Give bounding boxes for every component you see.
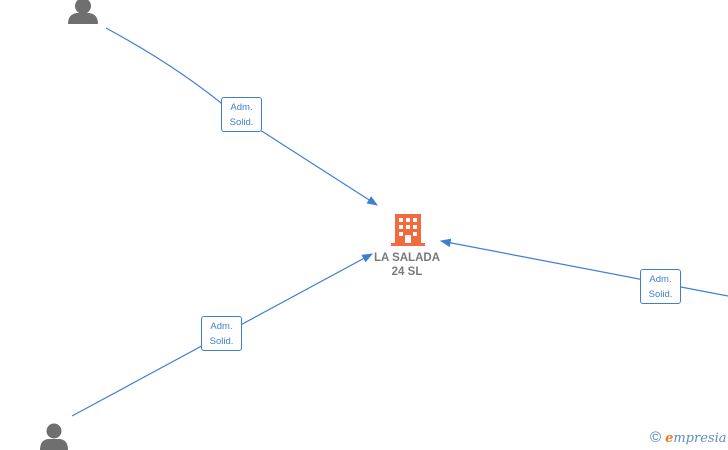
brand-name: mpresia xyxy=(673,431,727,446)
building-icon[interactable] xyxy=(391,214,425,246)
relation-label[interactable]: Adm. Solid. xyxy=(640,269,681,304)
empresia-watermark: ©empresia xyxy=(650,429,726,446)
copyright-icon: © xyxy=(650,429,662,446)
relation-label-line2: Solid. xyxy=(229,117,254,128)
relation-label-line2: Solid. xyxy=(209,336,234,347)
relation-label[interactable]: Adm. Solid. xyxy=(201,316,242,351)
relation-label[interactable]: Adm. Solid. xyxy=(221,97,262,132)
person-icon[interactable] xyxy=(68,0,98,24)
edge-right-person-to-company xyxy=(439,238,728,297)
relation-label-line1: Adm. xyxy=(230,102,253,113)
brand-initial: e xyxy=(665,431,674,446)
company-name[interactable]: LA SALADA 24 SL xyxy=(356,251,458,279)
company-name-line1: LA SALADA xyxy=(373,252,440,264)
person-icon[interactable] xyxy=(40,423,68,450)
company-name-line2: 24 SL xyxy=(391,266,423,278)
relation-label-line2: Solid. xyxy=(648,289,673,300)
relation-label-line1: Adm. xyxy=(649,274,672,285)
relation-label-line1: Adm. xyxy=(210,321,233,332)
